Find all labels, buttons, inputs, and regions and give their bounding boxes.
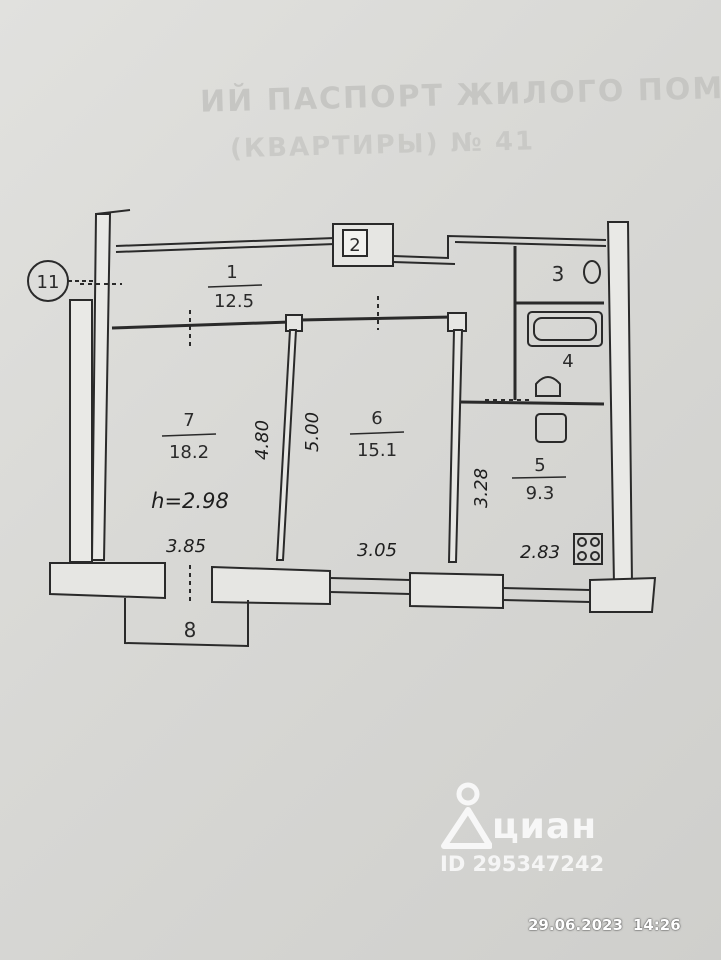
wall-6-5 [447,329,464,563]
room-5-width: 2.83 [520,542,560,563]
bathtub [527,311,603,347]
photo-timestamp: 29.06.2023 14:26 [528,916,681,934]
room-4-number: 4 [562,351,573,372]
timestamp-date: 29.06.2023 [528,916,623,934]
ceiling-height: h=2.98 [151,489,229,513]
cian-watermark: циан ID 295347242 [440,780,700,880]
room-3-number: 3 [552,262,565,286]
room-7-depth: 4.80 [252,420,273,460]
kitchen-sink [535,413,567,443]
room-6-area: 15.1 [357,440,397,461]
room-7-number: 7 [183,410,194,431]
room-6-depth: 5.00 [302,412,323,452]
wall-7-6 [275,329,298,561]
axis-marker-label: 11 [37,272,60,293]
watermark-brand: циан [492,806,598,847]
stove [573,533,603,565]
room-1-area: 12.5 [214,291,254,312]
room-2-number: 2 [349,235,360,256]
room-1-number: 1 [226,262,237,283]
bottom-wall-left [49,562,166,600]
toilet-3 [583,260,601,284]
left-wall-lower [69,299,93,563]
room-6-width: 3.05 [357,540,397,561]
balcony-8 [124,598,249,648]
right-wall [606,221,634,586]
location-pin-icon [441,782,492,849]
washbasin [535,376,561,397]
room-5-depth: 3.28 [471,468,492,508]
room-6-number: 6 [371,408,382,429]
left-wall [90,213,112,561]
room-7-area: 18.2 [169,442,209,463]
hall-wall [111,320,291,330]
watermark-id: ID 295347242 [440,852,605,876]
room-5-area: 9.3 [526,483,555,504]
timestamp-time: 14:26 [632,916,681,934]
room-8-number: 8 [184,618,197,642]
room-5-number: 5 [534,455,545,476]
room-7-width: 3.85 [166,536,206,557]
top-wall [115,237,336,247]
